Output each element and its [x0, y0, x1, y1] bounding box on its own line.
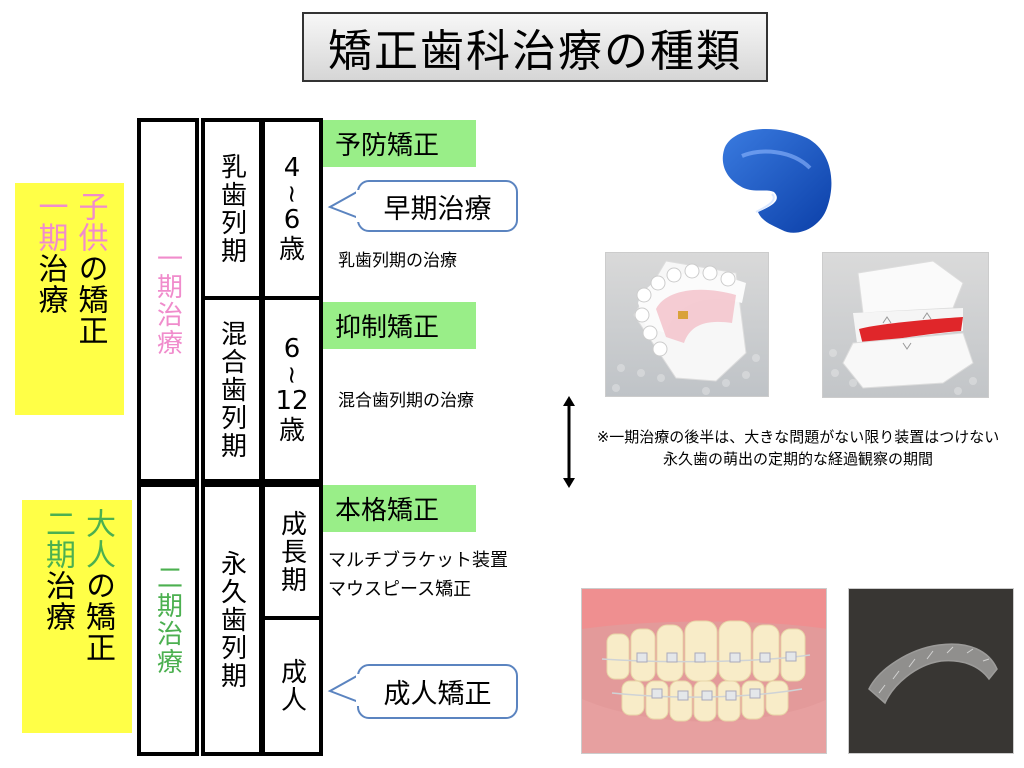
age-from: 4	[283, 153, 301, 183]
phase-part1: 一期	[32, 191, 68, 253]
phase1-side-label: 子供の矯正 一期治療	[15, 183, 124, 415]
side-label-who: 子供の矯正	[71, 191, 109, 415]
callout-tail-cover-early	[356, 190, 362, 222]
table-cell-growth-period: 成長期	[261, 483, 323, 620]
age-label: 成長期	[276, 509, 307, 594]
side-label-phase: 一期治療	[31, 191, 69, 415]
callout-early-treatment: 早期治療	[357, 180, 518, 232]
age-range: 6 ~ 12 歳	[275, 334, 308, 446]
side-label-who: 大人の矯正	[78, 508, 116, 733]
callout-adult-orthodontics: 成人矯正	[357, 664, 518, 719]
age-tilde: ~	[277, 364, 306, 385]
age-from: 6	[283, 333, 301, 364]
page-title: 矯正歯科治療の種類	[302, 12, 768, 82]
age-unit: 歳	[278, 415, 305, 446]
who-prefix: 大人	[80, 508, 115, 570]
side-label-phase: 二期治療	[38, 508, 76, 733]
phase-part2: 治療	[32, 253, 68, 315]
dentition-label: 乳歯列期	[216, 153, 247, 265]
desc-primary-dentition-treatment: 乳歯列期の治療	[338, 251, 457, 271]
note-line1: ※一期治療の後半は、大きな問題がない限り装置はつけない	[596, 428, 1000, 446]
note-line2: 永久歯の萌出の定期的な経過観察の期間	[662, 450, 933, 468]
who-suffix: の矯正	[72, 253, 108, 346]
phase1-label: 一期治療	[152, 244, 183, 357]
age-tilde: ~	[277, 183, 306, 205]
label-interceptive-orthodontics: 抑制矯正	[323, 302, 476, 349]
label-comprehensive-orthodontics: 本格矯正	[323, 485, 476, 532]
age-label: 成人	[276, 658, 307, 714]
functional-appliance-image	[822, 252, 989, 398]
multi-bracket-braces-image	[581, 588, 827, 754]
age-unit: 歳	[278, 235, 305, 265]
callout-tail-cover-adult	[356, 674, 362, 706]
dentition-label: 永久歯列期	[216, 549, 247, 690]
table-cell-adult: 成人	[261, 616, 323, 756]
phase-part2: 治療	[40, 570, 75, 632]
expansion-plate-image	[605, 252, 769, 397]
blue-mouthpiece-image	[722, 128, 832, 233]
age-to: 6	[283, 205, 301, 235]
double-arrow-icon	[563, 396, 575, 488]
table-cell-mixed-dentition: 混合歯列期	[201, 296, 263, 483]
who-prefix: 子供	[72, 191, 108, 253]
clear-aligner-image	[848, 588, 1014, 754]
label-preventive-orthodontics: 予防矯正	[323, 120, 476, 167]
observation-note: ※一期治療の後半は、大きな問題がない限り装置はつけない 永久歯の萌出の定期的な経…	[578, 426, 1018, 470]
desc-mixed-dentition-treatment: 混合歯列期の治療	[338, 391, 474, 411]
table-cell-phase1: 一期治療	[137, 118, 199, 483]
age-range: 4 ~ 6 歳	[277, 153, 306, 265]
age-to: 12	[275, 385, 309, 416]
dentition-label: 混合歯列期	[216, 319, 247, 460]
table-cell-age-6-12: 6 ~ 12 歳	[261, 296, 323, 483]
table-cell-permanent-dentition: 永久歯列期	[201, 483, 263, 756]
desc-comprehensive-line1: マルチブラケット装置	[328, 550, 508, 571]
table-cell-primary-dentition: 乳歯列期	[201, 118, 263, 300]
who-suffix: の矯正	[80, 570, 115, 663]
phase-part1: 二期	[40, 508, 75, 570]
table-cell-phase2: 二期治療	[137, 483, 199, 756]
phase2-label: 二期治療	[152, 563, 183, 676]
desc-comprehensive-line2: マウスピース矯正	[328, 579, 472, 600]
phase2-side-label: 大人の矯正 二期治療	[22, 500, 132, 733]
table-cell-age-4-6: 4 ~ 6 歳	[261, 118, 323, 300]
